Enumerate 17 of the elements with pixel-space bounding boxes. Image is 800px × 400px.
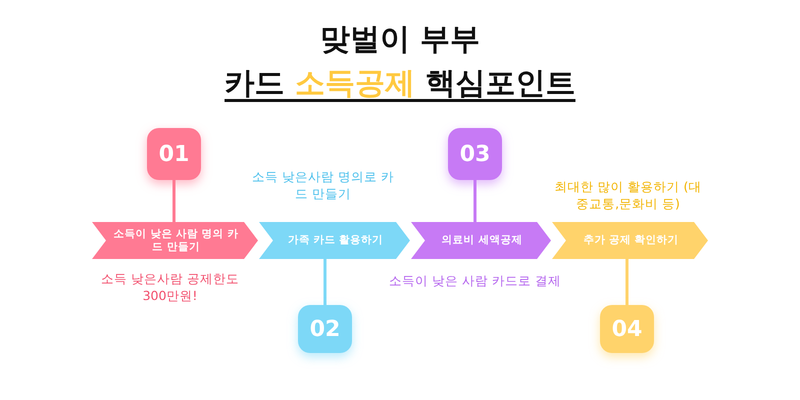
chevron-banner: 의료비 세액공제: [411, 222, 551, 259]
connector-line: [324, 259, 326, 305]
description-text: 소득 낮은사람 공제한도 300만원!: [100, 270, 240, 304]
step-number-badge: 02: [298, 305, 352, 353]
chevron-banner: 가족 카드 활용하기: [259, 222, 410, 259]
description-text: 소득 낮은사람 명의로 카드 만들기: [251, 168, 395, 202]
title: 맞벌이 부부 카드 소득공제 핵심포인트: [224, 21, 576, 103]
description-text: 최대한 많이 활용하기 (대중교통,문화비 등): [554, 178, 702, 212]
connector-line: [474, 180, 476, 222]
step-number-badge: 04: [600, 305, 654, 353]
chevron-banner: 소득이 낮은 사람 명의 카드 만들기: [92, 222, 258, 259]
chevron-banner: 추가 공제 확인하기: [552, 222, 708, 259]
connector-line: [626, 259, 628, 305]
step-number-badge: 03: [448, 128, 502, 180]
description-text: 소득이 낮은 사람 카드로 결제: [388, 272, 562, 289]
connector-line: [172, 180, 176, 222]
step-number-badge: 01: [147, 128, 201, 180]
